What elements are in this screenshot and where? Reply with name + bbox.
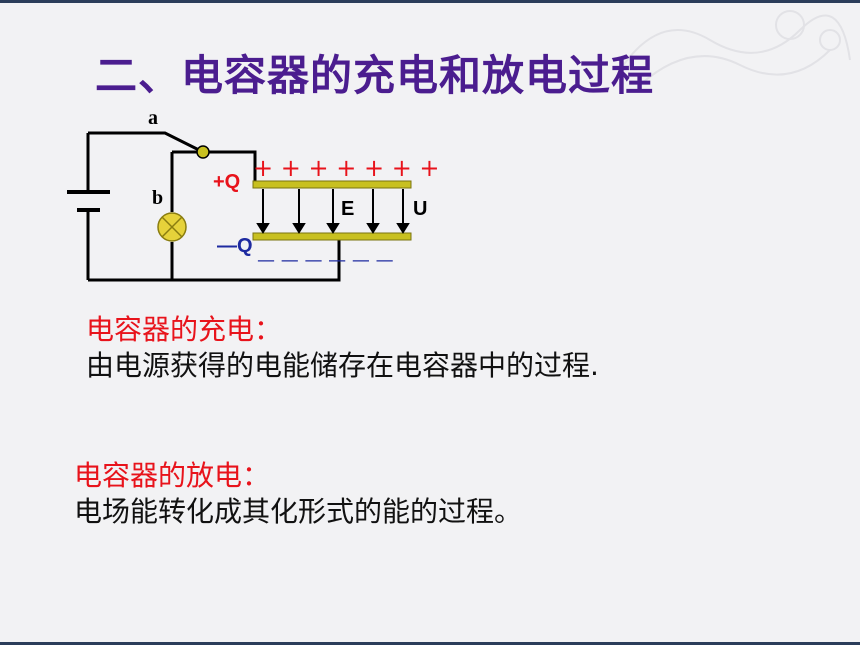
minus-charge-signs: — — — — — — (257, 250, 394, 271)
positive-plate (252, 180, 412, 189)
bottom-border-strip (0, 642, 860, 645)
battery-icon (67, 190, 110, 212)
label-minus-q: —Q (217, 235, 253, 257)
background-watermark (619, 10, 851, 86)
charging-section: 电容器的充电： 由电源获得的电能储存在电容器中的过程. (86, 312, 599, 384)
discharging-text: 电场能转化成其化形式的能的过程。 (74, 495, 523, 528)
label-a: a (148, 107, 158, 129)
capacitor-circuit-diagram: a b +Q —Q + + + + + + + — — — — — — E U (67, 107, 440, 282)
label-b: b (152, 187, 163, 209)
discharging-section: 电容器的放电： 电场能转化成其化形式的能的过程。 (74, 458, 522, 530)
label-e: E (341, 198, 354, 220)
charging-text: 由电源获得的电能储存在电容器中的过程. (86, 349, 599, 382)
switch-pivot-icon (196, 145, 210, 159)
plus-charge-signs: + + + + + + + (253, 154, 440, 182)
top-border-strip (0, 0, 860, 3)
discharging-heading: 电容器的放电： (74, 459, 271, 492)
slide-title: 二、电容器的充电和放电过程 (95, 51, 655, 100)
lamp-icon (157, 212, 187, 242)
electric-field-arrows (256, 189, 410, 234)
label-plus-q: +Q (213, 171, 240, 193)
negative-plate (252, 232, 412, 241)
label-u: U (413, 198, 427, 220)
charging-heading: 电容器的充电： (86, 313, 283, 346)
